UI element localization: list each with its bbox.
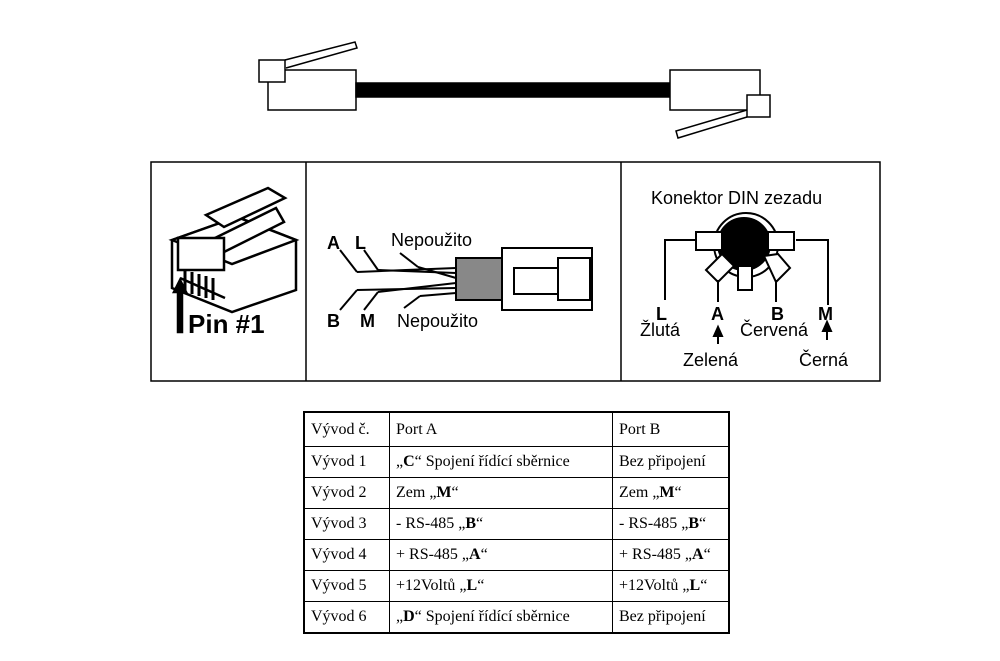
header-port-b: Port B [612, 411, 730, 447]
pin-cell: Vývod 2 [303, 477, 390, 509]
din-pin-a: A [711, 304, 724, 324]
din-pin-m: M [818, 304, 833, 324]
table-row: Vývod 3 - RS-485 „B“ - RS-485 „B“ [303, 508, 730, 540]
right-plug-latch [675, 109, 748, 139]
wire-illustration [339, 247, 593, 311]
table-row: Vývod 6 „D“ Spojení řídící sběrnice Bez … [303, 601, 730, 634]
port-a-cell: „C“ Spojení řídící sběrnice [389, 446, 613, 478]
din-connector-illustration [664, 212, 833, 344]
port-b-cell: Zem „M“ [612, 477, 730, 509]
left-plug-clip [258, 59, 286, 83]
pin-cell: Vývod 3 [303, 508, 390, 540]
table-row: Vývod 2 Zem „M“ Zem „M“ [303, 477, 730, 509]
port-a-cell: +12Voltů „L“ [389, 570, 613, 602]
port-a-cell: + RS-485 „A“ [389, 539, 613, 571]
unused-label-bottom: Nepoužito [397, 311, 478, 331]
port-a-cell: Zem „M“ [389, 477, 613, 509]
pin-cell: Vývod 5 [303, 570, 390, 602]
right-plug-clip [746, 94, 771, 118]
port-a-cell: „D“ Spojení řídící sběrnice [389, 601, 613, 634]
port-b-cell: Bez připojení [612, 446, 730, 478]
pin-cell: Vývod 4 [303, 539, 390, 571]
wire-label-b: B [327, 311, 340, 331]
port-b-cell: +12Voltů „L“ [612, 570, 730, 602]
din-color-b: Červená [740, 319, 809, 340]
pinout-table: Vývod č. Port A Port B Vývod 1 „C“ Spoje… [303, 411, 730, 634]
right-plug-body [669, 69, 761, 111]
pin-1-label: Pin #1 [188, 309, 265, 339]
table-row: Vývod 4 + RS-485 „A“ + RS-485 „A“ [303, 539, 730, 571]
pin-cell: Vývod 6 [303, 601, 390, 634]
cable-illustration [258, 41, 771, 139]
din-color-a: Zelená [683, 350, 739, 370]
port-b-cell: Bez připojení [612, 601, 730, 634]
table-row: Vývod 5 +12Voltů „L“ +12Voltů „L“ [303, 570, 730, 602]
pin-cell: Vývod 1 [303, 446, 390, 478]
table-header-row: Vývod č. Port A Port B [303, 411, 730, 447]
panel-frame [150, 161, 881, 382]
cable [355, 82, 671, 98]
port-b-cell: - RS-485 „B“ [612, 508, 730, 540]
din-title: Konektor DIN zezadu [651, 188, 822, 208]
wire-label-l: L [355, 233, 366, 253]
table-row: Vývod 1 „C“ Spojení řídící sběrnice Bez … [303, 446, 730, 478]
din-pin-b: B [771, 304, 784, 324]
din-color-l: Žlutá [640, 320, 681, 340]
header-port-a: Port A [389, 411, 613, 447]
port-b-cell: + RS-485 „A“ [612, 539, 730, 571]
header-pin: Vývod č. [303, 411, 390, 447]
din-pin-l: L [656, 304, 667, 324]
din-color-m: Černá [799, 349, 849, 370]
port-a-cell: - RS-485 „B“ [389, 508, 613, 540]
left-plug-latch [284, 41, 358, 69]
unused-label-top: Nepoužito [391, 230, 472, 250]
wire-label-a: A [327, 233, 340, 253]
rj-plug-illustration [168, 186, 300, 334]
wire-label-m: M [360, 311, 375, 331]
